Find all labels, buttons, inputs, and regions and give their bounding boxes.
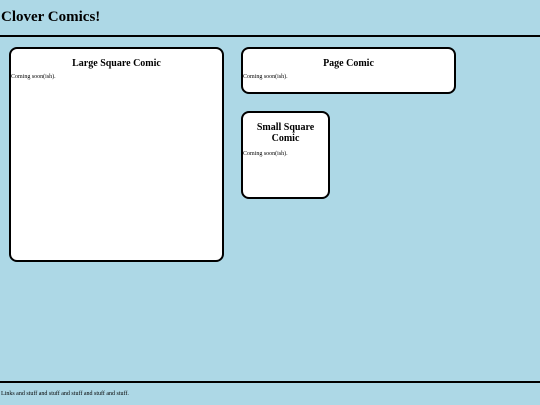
large-square-comic-status: Coming soon(ish). <box>11 74 56 80</box>
site-footer: Links and stuff and stuff and stuff and … <box>0 381 540 405</box>
page-comic-panel: Page Comic Coming soon(ish). <box>241 47 456 94</box>
site-title: Clover Comics! <box>1 9 101 25</box>
large-square-comic-title: Large Square Comic <box>72 58 161 69</box>
page-comic-title: Page Comic <box>323 58 374 69</box>
small-square-comic-panel: Small Square Comic Coming soon(ish). <box>241 111 330 199</box>
small-square-comic-status: Coming soon(ish). <box>243 151 288 157</box>
large-square-comic-panel: Large Square Comic Coming soon(ish). <box>9 47 224 262</box>
footer-links-text: Links and stuff and stuff and stuff and … <box>1 391 129 397</box>
small-square-comic-title: Small Square Comic <box>256 122 315 144</box>
site-header: Clover Comics! <box>0 0 540 37</box>
page-comic-status: Coming soon(ish). <box>243 74 288 80</box>
